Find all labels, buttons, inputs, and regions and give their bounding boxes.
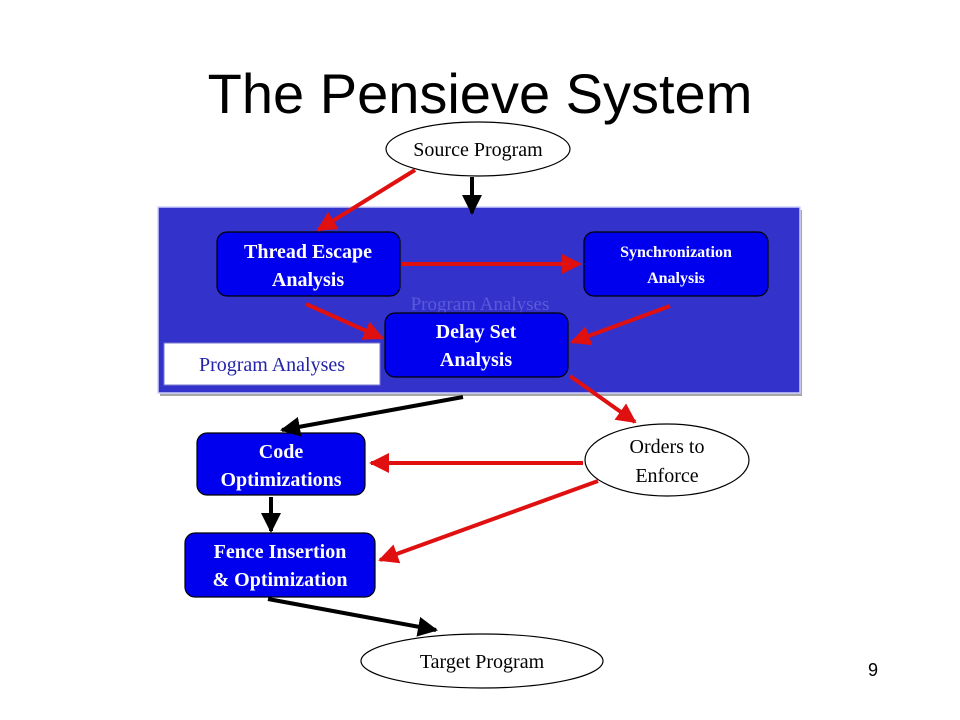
orders-to-enforce-line2: Enforce (635, 465, 698, 487)
fence-insertion-line1: Fence Insertion (214, 541, 347, 563)
arrow-fence-to-target (267, 597, 438, 637)
delay-set-node (384, 312, 569, 378)
source-program-label: Source Program (413, 139, 543, 161)
analyses-label-box (163, 342, 381, 386)
arrow-delay-set-to-orders (568, 374, 637, 424)
fence-insertion-line2: & Optimization (213, 569, 348, 591)
synchronization-line1: Synchronization (620, 244, 732, 261)
orders-to-enforce-node (584, 423, 750, 497)
thread-escape-node (216, 231, 401, 297)
slide-title: The Pensieve System (207, 62, 753, 125)
code-optimizations-line1: Code (259, 441, 304, 463)
analyses-label: Program Analyses (199, 354, 345, 376)
delay-set-line2: Analysis (440, 349, 512, 371)
thread-escape-line1: Thread Escape (244, 241, 372, 263)
thread-escape-line2: Analysis (272, 269, 344, 291)
analyses-group-ghost-label: Program Analyses (411, 294, 550, 315)
page-number: 9 (867, 660, 878, 680)
source-program-node (385, 121, 571, 177)
arrow-synchronization-to-delay-set (570, 304, 671, 346)
target-program-label: Target Program (420, 651, 545, 673)
target-program-node (360, 633, 604, 689)
code-optimizations-line2: Optimizations (220, 469, 341, 491)
orders-to-enforce-line1: Orders to (630, 436, 705, 458)
synchronization-node (583, 231, 769, 297)
arrow-orders-to-fence-insertion (378, 479, 599, 564)
arrow-analyses-to-code-optimizations (280, 395, 464, 437)
delay-set-line1: Delay Set (436, 321, 517, 343)
fence-insertion-node (184, 532, 376, 598)
arrow-thread-escape-to-delay-set (305, 302, 384, 340)
arrow-source-to-thread-escape (316, 168, 417, 232)
synchronization-line2: Analysis (647, 270, 705, 287)
